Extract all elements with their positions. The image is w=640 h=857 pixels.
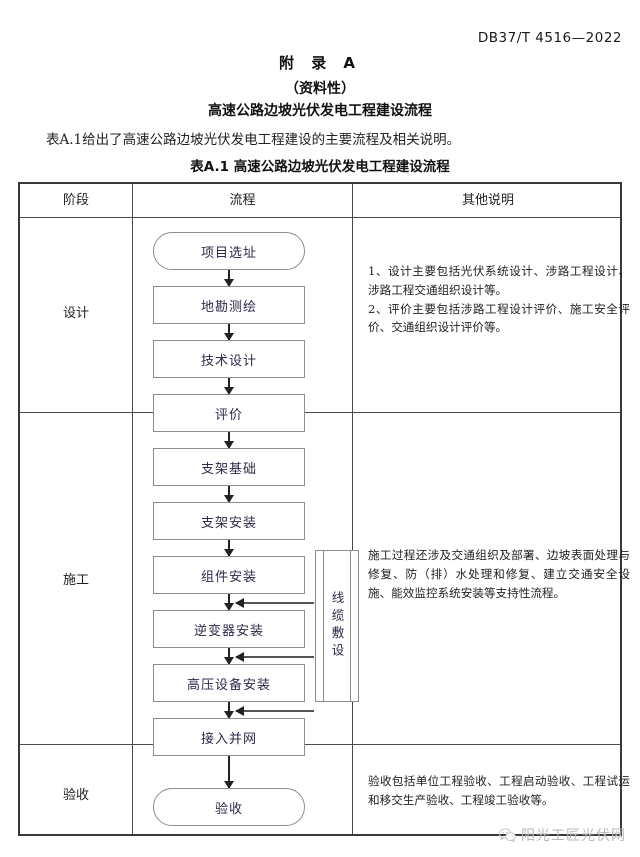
annex-name-heading: 高速公路边坡光伏发电工程建设流程: [208, 103, 432, 119]
column-header-flow: 流程: [229, 193, 256, 208]
arrow-connector: [224, 324, 233, 341]
column-header-notes: 其他说明: [461, 193, 514, 208]
column-header-stage: 阶段: [62, 193, 89, 208]
stage-label-design: 设计: [62, 306, 89, 321]
arrow-connector: [224, 270, 233, 287]
flow-node-hv-equipment-installation: 高压设备安装: [153, 664, 305, 702]
flow-node-site-selection: 项目选址: [153, 232, 305, 270]
row-divider-construction-acceptance: [20, 744, 620, 745]
header-divider: [20, 217, 620, 218]
watermark-text: 阳光工匠光伏网: [521, 828, 626, 844]
arrow-connector: [224, 648, 233, 665]
flow-node-bracket-installation: 支架安装: [153, 502, 305, 540]
wechat-icon: [499, 827, 516, 843]
subprocess-left-bar: [323, 551, 324, 701]
flow-node-acceptance: 验收: [153, 788, 305, 826]
arrow-connector: [224, 486, 233, 503]
flow-node-inverter-installation: 逆变器安装: [153, 610, 305, 648]
arrow-cable-to-module: [235, 598, 314, 607]
flow-node-module-installation: 组件安装: [153, 556, 305, 594]
arrow-connector: [224, 432, 233, 449]
flow-node-cable-laying-label: 线缆敷设: [329, 591, 345, 661]
arrow-connector: [224, 756, 233, 789]
flow-node-grid-connection: 接入并网: [153, 718, 305, 756]
process-table: 阶段 流程 其他说明 设计 施工 验收 1、设计主要包括光伏系统设计、涉路工程设…: [18, 182, 630, 838]
annex-type-label: （资料性）: [285, 81, 355, 97]
flow-node-technical-design: 技术设计: [153, 340, 305, 378]
subprocess-right-bar: [350, 551, 351, 701]
stage-label-construction: 施工: [62, 573, 89, 588]
arrow-connector: [224, 540, 233, 557]
flowchart: 项目选址 地勘测绘 技术设计 评价 支架基础 支架安装 组件安装 逆变器安装 高…: [133, 184, 359, 838]
arrow-cable-to-inverter: [235, 652, 314, 661]
flow-node-bracket-foundation: 支架基础: [153, 448, 305, 486]
note-design: 1、设计主要包括光伏系统设计、涉路工程设计、涉路工程交通组织设计等。 2、评价主…: [368, 264, 630, 335]
arrow-connector: [224, 702, 233, 719]
stage-label-acceptance: 验收: [62, 788, 89, 803]
standard-number-header: DB37/T 4516—2022: [477, 30, 622, 46]
row-divider-design-construction: [20, 412, 620, 413]
column-divider-1: [132, 184, 133, 834]
watermark: 阳光工匠光伏网: [499, 825, 626, 845]
note-acceptance: 验收包括单位工程验收、工程启动验收、工程试运和移交生产验收、工程竣工验收等。: [368, 774, 630, 807]
arrow-connector: [224, 594, 233, 611]
flow-node-evaluation: 评价: [153, 394, 305, 432]
arrow-cable-to-hv: [235, 706, 314, 715]
arrow-connector: [224, 378, 233, 395]
flow-node-cable-laying: 线缆敷设: [315, 550, 359, 702]
column-divider-2: [352, 184, 353, 834]
note-construction: 施工过程还涉及交通组织及部署、边坡表面处理与修复、防（排）水处理和修复、建立交通…: [368, 548, 630, 600]
table-caption: 表A.1 高速公路边坡光伏发电工程建设流程: [190, 159, 450, 175]
annex-title: 附 录 A: [278, 54, 362, 72]
flow-node-geological-survey: 地勘测绘: [153, 286, 305, 324]
lead-paragraph: 表A.1给出了高速公路边坡光伏发电工程建设的主要流程及相关说明。: [46, 132, 461, 148]
